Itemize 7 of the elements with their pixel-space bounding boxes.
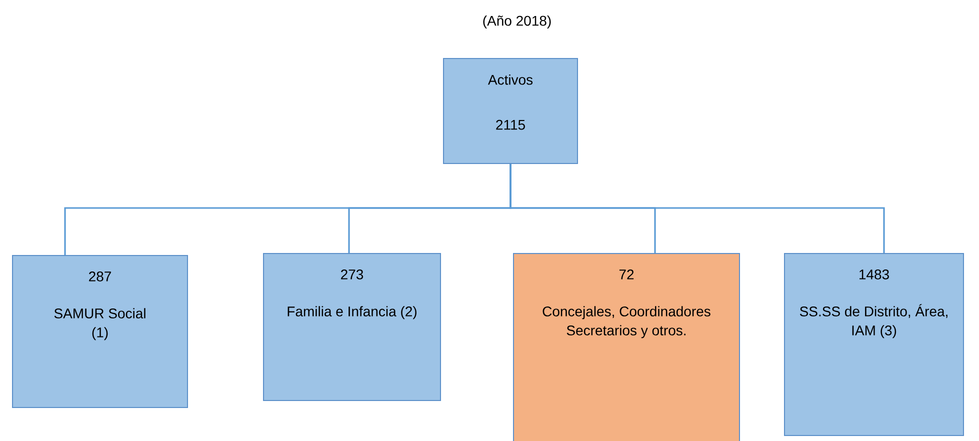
title: (Año 2018)	[483, 15, 551, 29]
connector-line	[510, 164, 885, 253]
org-box: Activos 2115	[443, 58, 578, 164]
org-box: 273 Familia e Infancia (2)	[263, 253, 441, 401]
org-box: 287 SAMUR Social (1)	[12, 255, 188, 408]
org-box: 72 Concejales, Coordinadores Secretarios y otros.	[513, 253, 740, 441]
org-box: 1483 SS.SS de Distrito, Área, IAM (3)	[784, 253, 964, 436]
